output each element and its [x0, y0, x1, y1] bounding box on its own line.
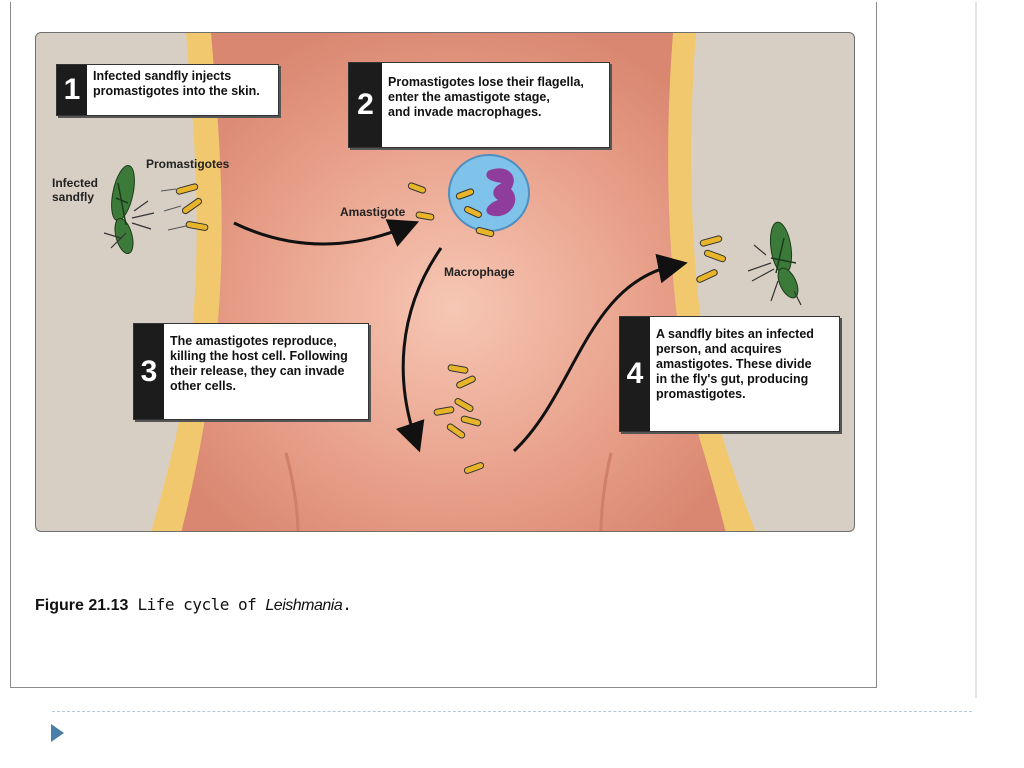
- amastigotes-entering: [407, 182, 495, 238]
- arrow-uptake: [512, 253, 688, 453]
- step-2-box: 2 Promastigotes lose their flagella, ent…: [348, 62, 610, 148]
- step-1-number: 1: [57, 65, 87, 115]
- step-3-text: The amastigotes reproduce, killing the h…: [170, 334, 348, 393]
- step-1-text: Infected sandfly injects promastigotes i…: [93, 69, 260, 98]
- dotted-divider: [52, 711, 972, 712]
- figure-caption: Figure 21.13 Life cycle of Leishmania.: [35, 595, 352, 615]
- step-2-text: Promastigotes lose their flagella, enter…: [388, 75, 584, 119]
- released-amastigotes: [433, 364, 485, 474]
- step-4-box: 4 A sandfly bites an infected person, an…: [619, 316, 840, 432]
- step-3-number: 3: [134, 324, 164, 419]
- promastigotes-right: [696, 235, 727, 283]
- leg-line-left: [284, 452, 300, 531]
- sandfly-left-icon: [103, 165, 155, 255]
- caption-organism: Leishmania: [265, 597, 343, 614]
- step-2-number: 2: [349, 63, 382, 147]
- label-promastigotes: Promastigotes: [146, 157, 230, 171]
- leg-line-right: [599, 452, 613, 531]
- arrow-release: [395, 247, 443, 453]
- label-amastigote: Amastigote: [340, 205, 406, 219]
- step-3-box: 3 The amastigotes reproduce, killing the…: [133, 323, 369, 420]
- caption-period: .: [342, 595, 352, 614]
- leishmania-life-cycle-figure: Infected sandfly Promastigotes Amastigot…: [35, 32, 855, 532]
- step-4-text: A sandfly bites an infected person, and …: [656, 327, 814, 401]
- step-1-box: 1 Infected sandfly injects promastigotes…: [56, 64, 279, 116]
- caption-figure-number: Figure 21.13: [35, 597, 129, 614]
- bullet-arrow-icon: [51, 724, 64, 742]
- label-macrophage: Macrophage: [444, 265, 515, 279]
- label-infected-sandfly: Infected sandfly: [52, 176, 99, 204]
- promastigotes-group: [160, 183, 209, 231]
- macrophage-nucleus: [486, 168, 516, 217]
- step-4-number: 4: [620, 317, 650, 431]
- arrow-infection: [233, 219, 420, 247]
- caption-text: Life cycle of: [137, 595, 257, 614]
- sandfly-right-icon: [747, 221, 802, 306]
- right-divider: [975, 2, 977, 698]
